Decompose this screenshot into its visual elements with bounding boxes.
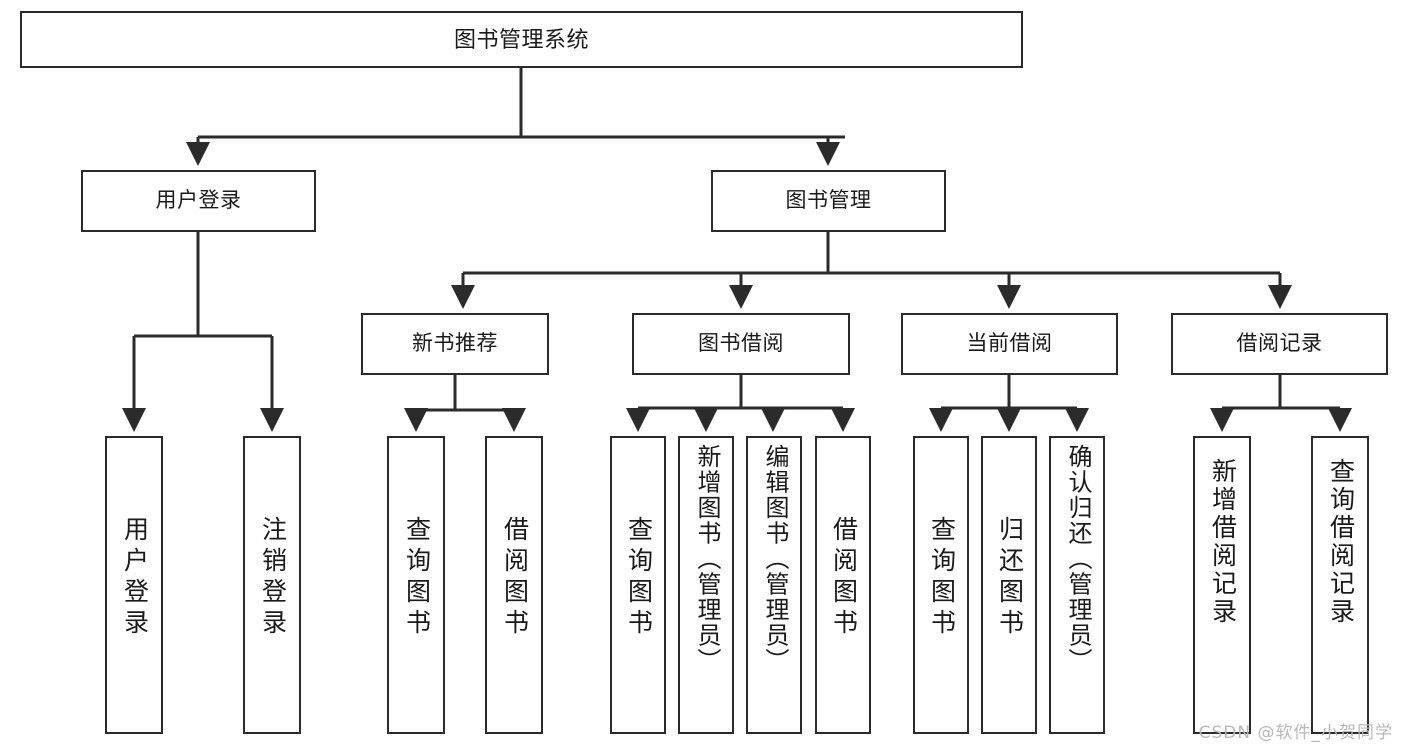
node-label: 当前借阅 xyxy=(966,331,1053,355)
node-leaf-borrow-book-2[interactable]: 借阅图书 xyxy=(815,436,871,734)
node-label: 新增图书（管理员） xyxy=(693,444,720,674)
node-leaf-edit-book[interactable]: 编辑图书（管理员） xyxy=(746,436,802,734)
node-current-borrow[interactable]: 当前借阅 xyxy=(901,313,1118,375)
node-leaf-add-record[interactable]: 新增借阅记录 xyxy=(1193,436,1251,734)
node-leaf-add-book[interactable]: 新增图书（管理员） xyxy=(678,436,734,734)
node-label: 借阅图书 xyxy=(829,516,858,640)
node-borrow-record[interactable]: 借阅记录 xyxy=(1171,313,1388,375)
node-label: 借阅图书 xyxy=(500,516,529,640)
node-leaf-query-book-1[interactable]: 查询图书 xyxy=(387,436,445,734)
node-user-login[interactable]: 用户登录 xyxy=(81,170,316,232)
node-root-book-management-system[interactable]: 图书管理系统 xyxy=(20,11,1023,68)
node-label: 新增借阅记录 xyxy=(1208,458,1237,626)
node-leaf-confirm-return[interactable]: 确认归还（管理员） xyxy=(1049,436,1105,734)
node-leaf-return-book[interactable]: 归还图书 xyxy=(981,436,1037,734)
node-new-book-recommend[interactable]: 新书推荐 xyxy=(361,313,549,375)
csdn-watermark: CSDN @软件_小贺同学 xyxy=(1198,723,1393,743)
node-label: 新书推荐 xyxy=(412,331,498,355)
node-label: 用户登录 xyxy=(120,516,149,640)
node-label: 注销登录 xyxy=(258,516,287,640)
node-label: 归还图书 xyxy=(995,516,1024,640)
node-label: 图书借阅 xyxy=(698,331,784,355)
node-leaf-user-login[interactable]: 用户登录 xyxy=(105,436,163,734)
node-label: 图书管理 xyxy=(785,188,872,212)
node-label: 查询图书 xyxy=(624,516,653,640)
node-label: 用户登录 xyxy=(155,188,242,212)
node-book-borrow[interactable]: 图书借阅 xyxy=(632,313,850,375)
node-book-management[interactable]: 图书管理 xyxy=(711,170,946,232)
node-label: 确认归还（管理员） xyxy=(1064,444,1091,674)
node-leaf-logout-login[interactable]: 注销登录 xyxy=(243,436,301,734)
node-label: 查询图书 xyxy=(927,516,956,640)
node-label: 编辑图书（管理员） xyxy=(761,444,788,674)
node-label: 查询图书 xyxy=(402,516,431,640)
node-label: 借阅记录 xyxy=(1236,331,1323,355)
node-leaf-borrow-book-1[interactable]: 借阅图书 xyxy=(485,436,543,734)
node-label: 图书管理系统 xyxy=(453,26,589,52)
node-leaf-query-book-2[interactable]: 查询图书 xyxy=(610,436,666,734)
node-leaf-query-book-3[interactable]: 查询图书 xyxy=(913,436,969,734)
node-leaf-query-record[interactable]: 查询借阅记录 xyxy=(1311,436,1369,734)
node-label: 查询借阅记录 xyxy=(1326,458,1355,626)
